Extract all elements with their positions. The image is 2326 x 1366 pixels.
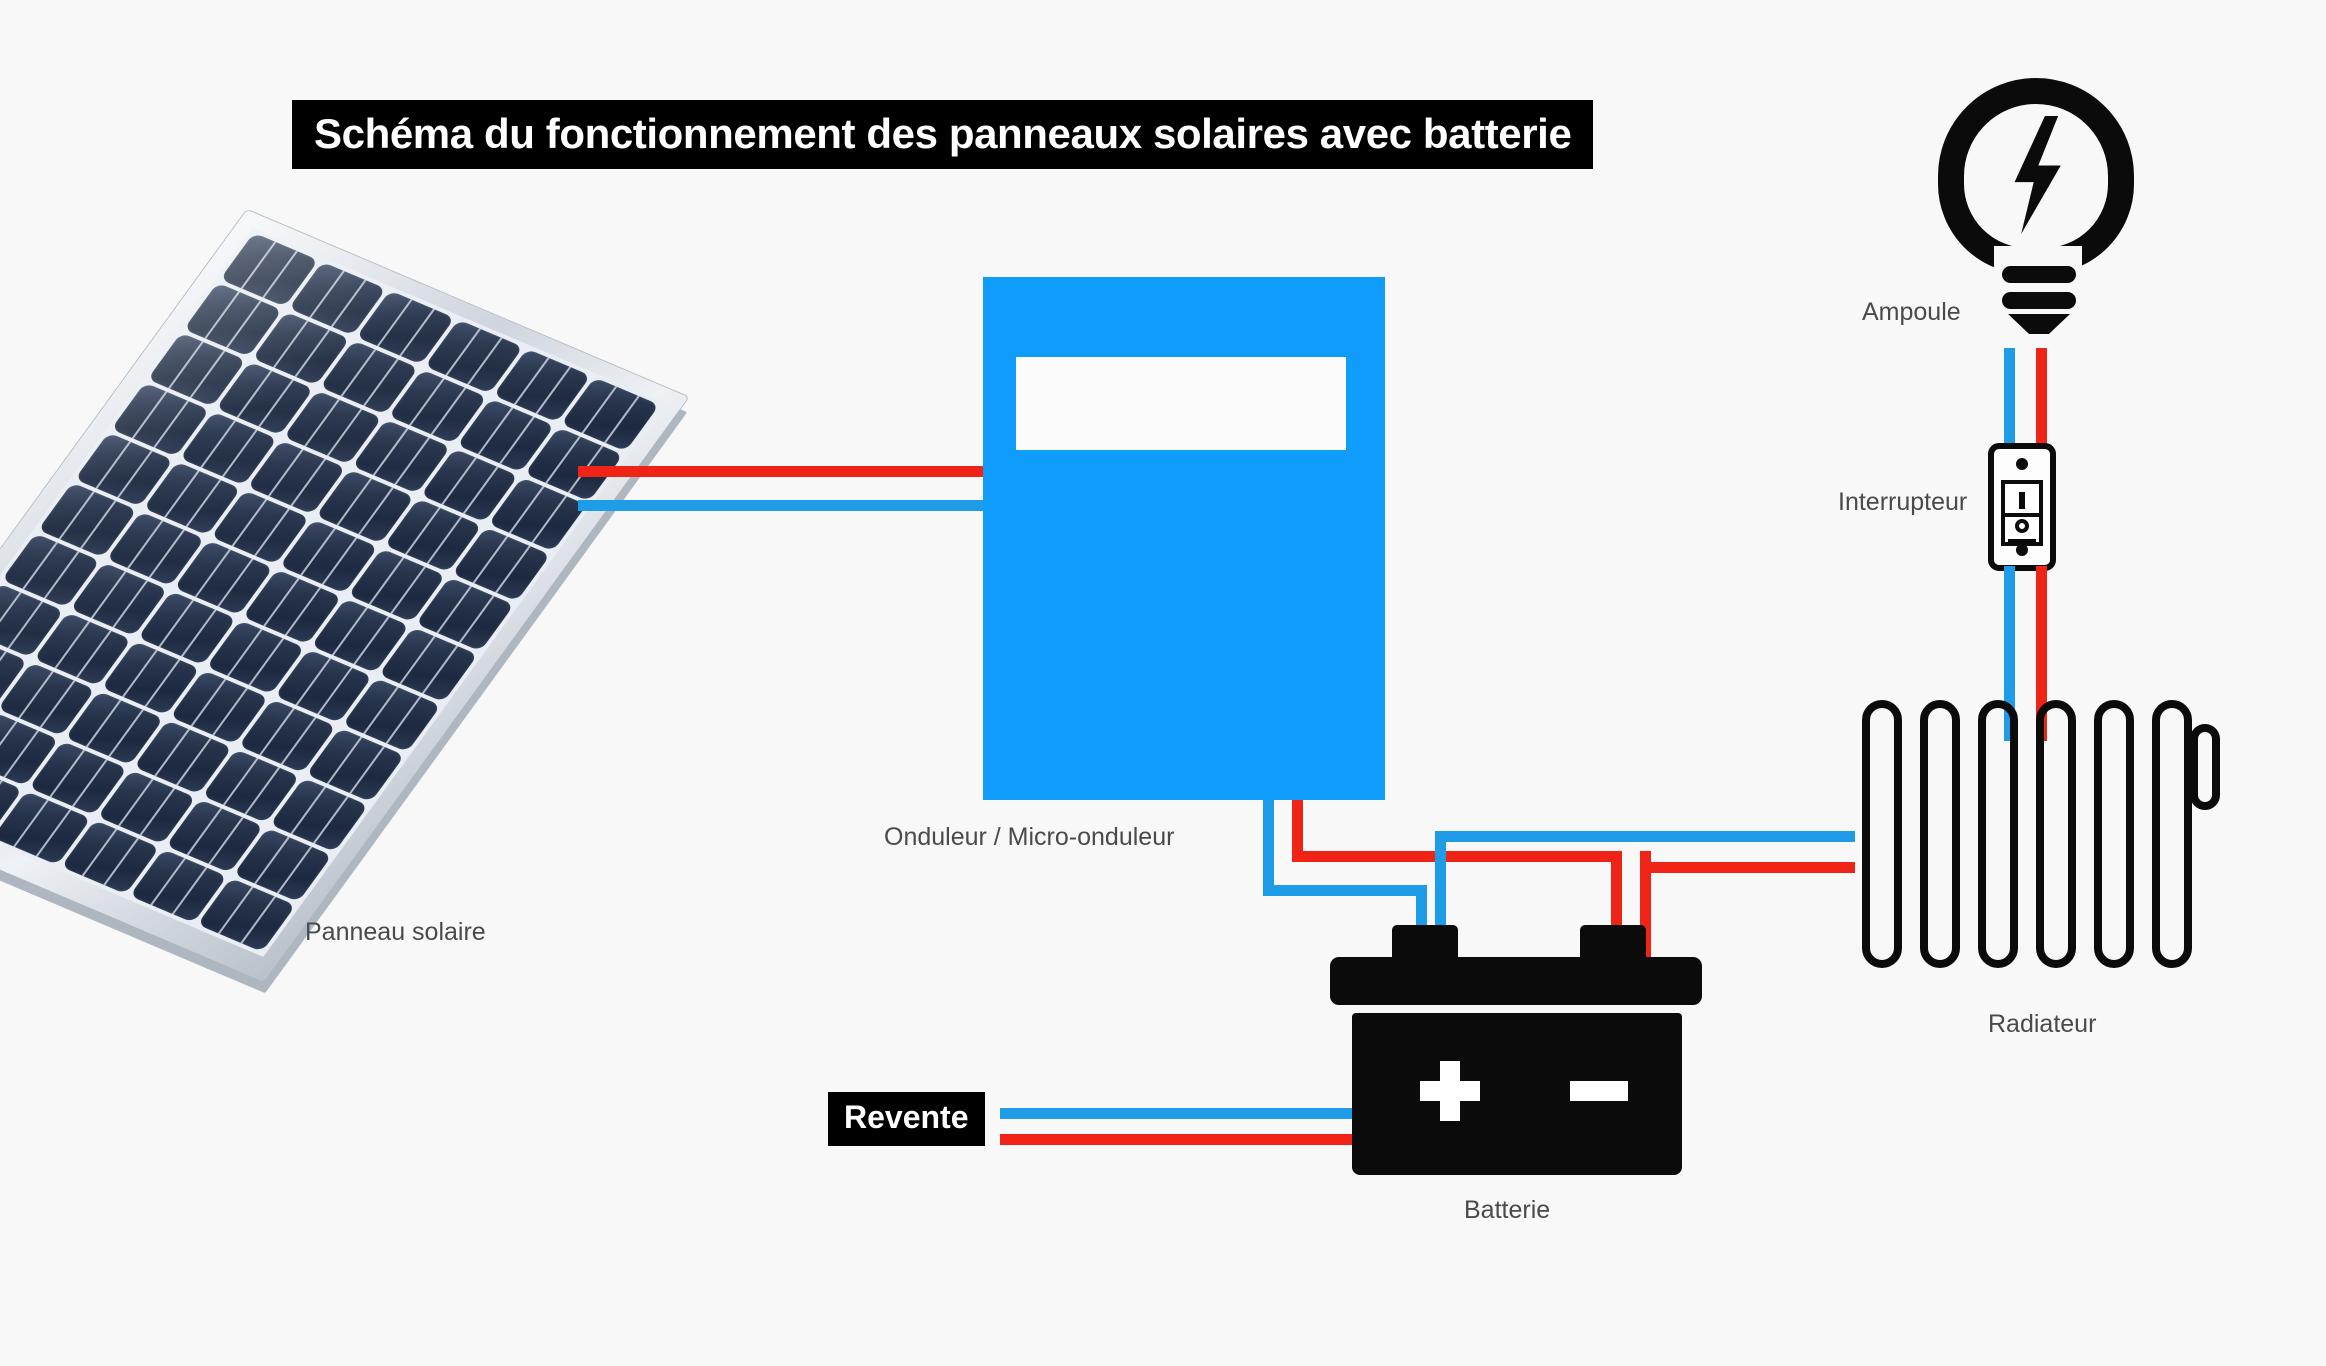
switch-label: Interrupteur (1838, 488, 1968, 516)
page-title: Schéma du fonctionnement des panneaux so… (292, 100, 1594, 170)
radiator-fin (1862, 700, 1902, 968)
radiator-fin (2094, 700, 2134, 968)
bulb-base-ring-2 (2002, 292, 2076, 309)
radiator-fin (1978, 700, 2018, 968)
wire-bulb-switch-negative (2004, 348, 2015, 448)
switch-rocker[interactable] (2001, 480, 2043, 546)
battery-body (1352, 1013, 1682, 1175)
wire-inverter-blue-drop (1263, 800, 1274, 894)
wire-switch-radiator-negative (2004, 566, 2015, 741)
battery-top-cap (1330, 957, 1702, 1005)
radiator-fin (2152, 700, 2192, 968)
battery-minus-icon (1570, 1081, 1628, 1101)
switch-screw-top (2016, 458, 2028, 470)
solar-panel-module (0, 209, 689, 982)
wire-panel-inverter-positive (578, 466, 988, 477)
wire-battery-blue-riser (1435, 831, 1446, 961)
wire-battery-radiator-negative (1435, 831, 1855, 842)
resale-badge[interactable]: Revente (828, 1092, 985, 1146)
wire-bulb-switch-positive (2036, 348, 2047, 448)
inverter-display (1016, 357, 1346, 450)
bulb-label: Ampoule (1862, 298, 1961, 326)
switch-rocker-divider (2005, 513, 2039, 517)
wire-inverter-red-to-battery (1611, 851, 1622, 961)
wire-resale-negative (1000, 1108, 1352, 1119)
wire-resale-positive (1000, 1134, 1352, 1145)
radiator-valve-knob[interactable] (2190, 724, 2220, 810)
wire-battery-red-riser (1640, 851, 1651, 961)
radiator-label: Radiateur (1988, 1010, 2097, 1038)
switch-off-marking-icon (2015, 519, 2029, 533)
bulb-base-ring-1 (2002, 266, 2076, 283)
wire-inverter-blue-to-battery (1416, 885, 1427, 960)
switch-on-marking-icon (2019, 492, 2025, 509)
radiator (1862, 700, 2252, 990)
wire-inverter-blue-run (1263, 885, 1427, 896)
radiator-fin (2036, 700, 2076, 968)
wall-switch[interactable] (1988, 443, 2056, 571)
wire-panel-inverter-negative (578, 500, 988, 511)
switch-screw-bottom (2016, 544, 2028, 556)
radiator-fin (1920, 700, 1960, 968)
solar-panel (0, 209, 780, 982)
switch-rocker-base (2008, 539, 2036, 544)
wire-battery-radiator-positive (1640, 862, 1855, 873)
solar-panel-label: Panneau solaire (305, 918, 486, 946)
wire-switch-radiator-positive (2036, 566, 2047, 741)
battery-plus-icon (1420, 1061, 1480, 1121)
battery-label: Batterie (1464, 1196, 1551, 1224)
battery[interactable] (1330, 925, 1702, 1175)
bulb-base-tip (2008, 314, 2070, 334)
inverter-label: Onduleur / Micro-onduleur (884, 823, 1175, 851)
wire-inverter-red-run (1292, 851, 1622, 862)
wire-inverter-red-drop (1292, 800, 1303, 862)
solar-panel-cell-grid (0, 227, 666, 957)
light-bulb-icon (1930, 78, 2148, 348)
inverter[interactable] (983, 277, 1385, 800)
